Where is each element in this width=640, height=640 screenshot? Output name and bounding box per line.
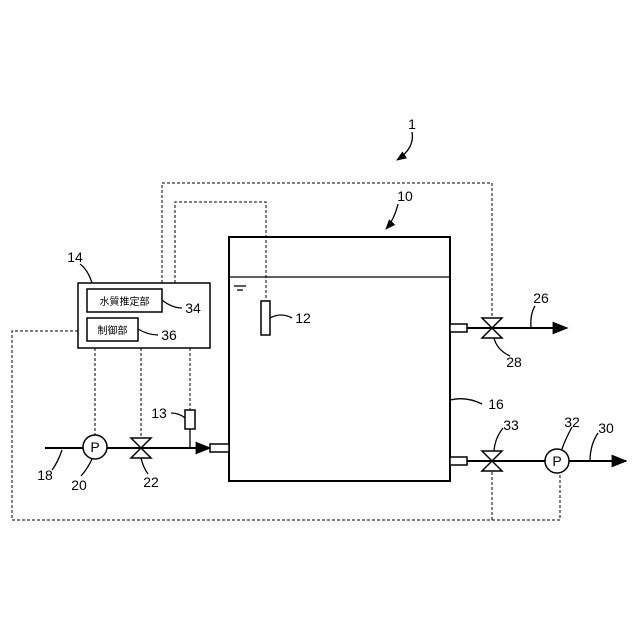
leader-13 (171, 413, 185, 418)
inlet-pump-symbol: P (90, 439, 99, 455)
label-20: 20 (71, 477, 87, 493)
label-36: 36 (161, 327, 177, 343)
label-10: 10 (397, 188, 413, 204)
sensor-13 (185, 410, 195, 429)
label-14: 14 (67, 249, 83, 265)
label-30: 30 (598, 420, 614, 436)
outlet-pump-symbol: P (552, 453, 561, 469)
lower-outlet-nozzle (450, 457, 467, 465)
signal-line-valve-28 (162, 183, 492, 322)
label-28: 28 (506, 354, 522, 370)
signal-line-bottom-loop (12, 331, 560, 520)
leader-30 (590, 433, 598, 461)
label-1: 1 (408, 116, 416, 132)
leader-20 (81, 459, 92, 476)
label-13: 13 (151, 405, 167, 421)
label-34: 34 (185, 300, 201, 316)
label-16: 16 (488, 396, 504, 412)
label-33: 33 (503, 417, 519, 433)
leader-26 (531, 306, 535, 328)
inlet-nozzle (210, 444, 229, 452)
leader-22 (141, 458, 148, 474)
leader-10 (386, 204, 398, 229)
estimator-text: 水質推定部 (100, 295, 150, 308)
water-level-icon (234, 286, 246, 290)
label-32: 32 (564, 414, 580, 430)
leader-33 (494, 428, 503, 451)
label-22: 22 (143, 474, 159, 490)
leader-32 (562, 427, 572, 449)
label-18: 18 (37, 467, 53, 483)
leader-18 (52, 450, 62, 470)
leader-14 (80, 264, 92, 283)
sensor-12 (261, 301, 270, 335)
control-unit-text: 制御部 (98, 324, 128, 337)
leader-16 (450, 399, 482, 404)
leader-1 (397, 132, 412, 160)
tank (229, 237, 450, 481)
upper-outlet-nozzle (450, 324, 467, 332)
label-12: 12 (295, 310, 311, 326)
label-26: 26 (533, 290, 549, 306)
leader-12 (270, 315, 292, 318)
